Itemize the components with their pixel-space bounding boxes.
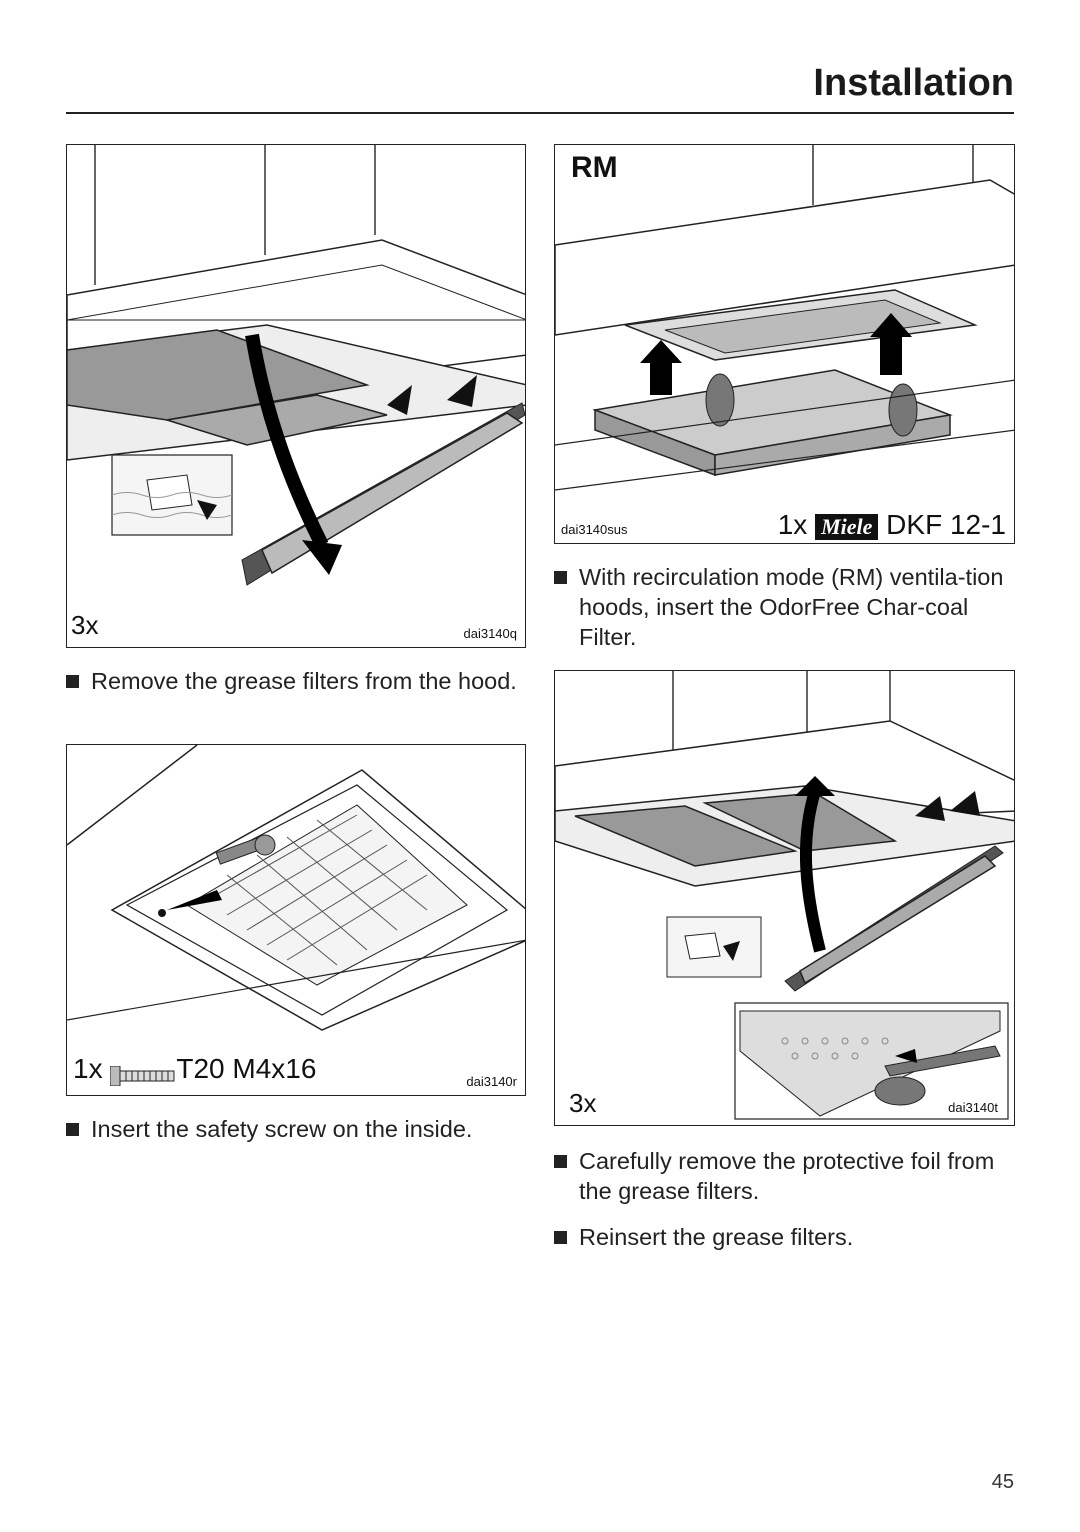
instruction-remove-foil: Carefully remove the protective foil fro… bbox=[554, 1146, 1015, 1206]
figure-remove-foil: 3x dai3140t bbox=[554, 670, 1015, 1126]
figure-code: dai3140r bbox=[466, 1074, 517, 1089]
page-title: Installation bbox=[813, 62, 1014, 104]
figure-code: dai3140q bbox=[463, 626, 518, 641]
screw-label: 1x T20 M4x16 bbox=[73, 1053, 317, 1087]
quantity-label: 1x bbox=[73, 1053, 103, 1084]
figure-safety-screw: 1x T20 M4x16 dai3140r bbox=[66, 744, 526, 1096]
bullet-square-icon bbox=[554, 1231, 567, 1244]
page-number: 45 bbox=[991, 1471, 1014, 1493]
figure-code: dai3140sus bbox=[561, 522, 628, 537]
instruction-reinsert: Reinsert the grease filters. bbox=[554, 1222, 1015, 1252]
instruction-insert-charcoal: With recirculation mode (RM) ventila-tio… bbox=[554, 562, 1015, 652]
filter-part-label: 1x Miele DKF 12-1 bbox=[778, 509, 1006, 541]
header-rule bbox=[66, 112, 1014, 114]
safety-screw-illustration bbox=[67, 745, 525, 1031]
quantity-label: 3x bbox=[569, 1088, 597, 1118]
figure-code: dai3140t bbox=[948, 1100, 998, 1115]
screw-icon bbox=[109, 1061, 176, 1087]
bullet-square-icon bbox=[554, 571, 567, 584]
model-label: DKF 12-1 bbox=[886, 509, 1006, 540]
screw-spec: T20 M4x16 bbox=[176, 1053, 317, 1084]
figure-charcoal-filter: RM dai3140sus 1x Miele DKF 12-1 bbox=[554, 144, 1015, 544]
bullet-square-icon bbox=[554, 1155, 567, 1168]
charcoal-filter-illustration bbox=[555, 145, 1014, 491]
bullet-square-icon bbox=[66, 675, 79, 688]
quantity-label: 1x bbox=[777, 509, 808, 540]
bullet-square-icon bbox=[66, 1123, 79, 1136]
figure-remove-grease-filters: 3x dai3140q bbox=[66, 144, 526, 648]
instruction-safety-screw: Insert the safety screw on the inside. bbox=[66, 1114, 536, 1144]
miele-logo: Miele bbox=[815, 513, 879, 540]
quantity-label: 3x bbox=[71, 610, 99, 640]
instruction-remove-filters: Remove the grease filters from the hood. bbox=[66, 666, 526, 696]
mode-label: RM bbox=[571, 151, 618, 184]
hood-grease-filter-illustration bbox=[67, 145, 525, 586]
remove-foil-illustration bbox=[555, 671, 1014, 1120]
